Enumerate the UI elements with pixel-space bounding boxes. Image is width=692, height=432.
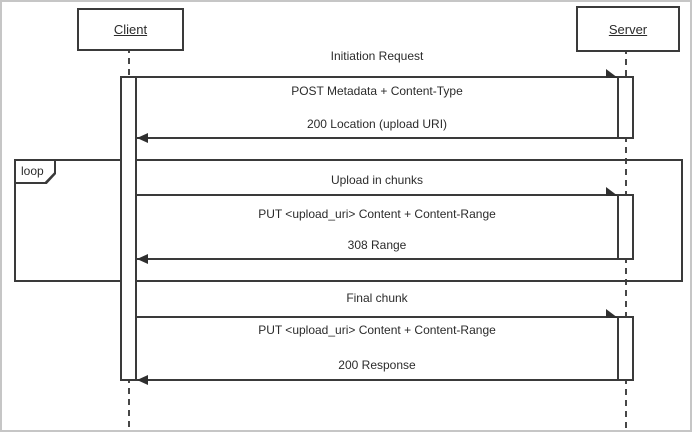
arrowhead-initiation-response-icon xyxy=(137,133,148,143)
activation-server-loop xyxy=(617,194,634,260)
message-label-200-location: 200 Location (upload URI) xyxy=(306,117,448,131)
message-line-chunk-request xyxy=(137,194,617,196)
section-title-final-chunk: Final chunk xyxy=(346,291,408,305)
section-title-initiation: Initiation Request xyxy=(330,49,424,63)
message-line-final-request xyxy=(137,316,617,318)
message-label-put-chunk: PUT <upload_uri> Content + Content-Range xyxy=(258,207,496,221)
actor-client-label: Client xyxy=(113,22,148,37)
arrowhead-initiation-request-icon xyxy=(606,69,618,78)
loop-operator-tab-inner: loop xyxy=(16,161,54,182)
message-label-200-response: 200 Response xyxy=(338,358,416,372)
message-label-put-final: PUT <upload_uri> Content + Content-Range xyxy=(258,323,496,337)
loop-operator-label: loop xyxy=(21,164,44,178)
message-label-post-metadata: POST Metadata + Content-Type xyxy=(291,84,463,98)
activation-client xyxy=(120,76,137,381)
loop-fragment-box xyxy=(14,159,683,282)
actor-server-box: Server xyxy=(576,6,680,52)
message-line-initiation-request xyxy=(137,76,617,78)
section-title-upload-chunks: Upload in chunks xyxy=(330,173,424,187)
message-line-initiation-response xyxy=(137,137,617,139)
message-label-308-range: 308 Range xyxy=(347,238,407,252)
actor-client-box: Client xyxy=(77,8,184,51)
arrowhead-final-request-icon xyxy=(606,309,618,318)
message-line-chunk-response xyxy=(137,258,617,260)
message-line-final-response xyxy=(137,379,617,381)
loop-operator-tab: loop xyxy=(14,159,56,184)
actor-server-label: Server xyxy=(608,21,648,37)
arrowhead-chunk-request-icon xyxy=(606,187,618,196)
arrowhead-final-response-icon xyxy=(137,375,148,385)
arrowhead-chunk-response-icon xyxy=(137,254,148,264)
activation-server-initiation xyxy=(617,76,634,139)
activation-server-final xyxy=(617,316,634,381)
